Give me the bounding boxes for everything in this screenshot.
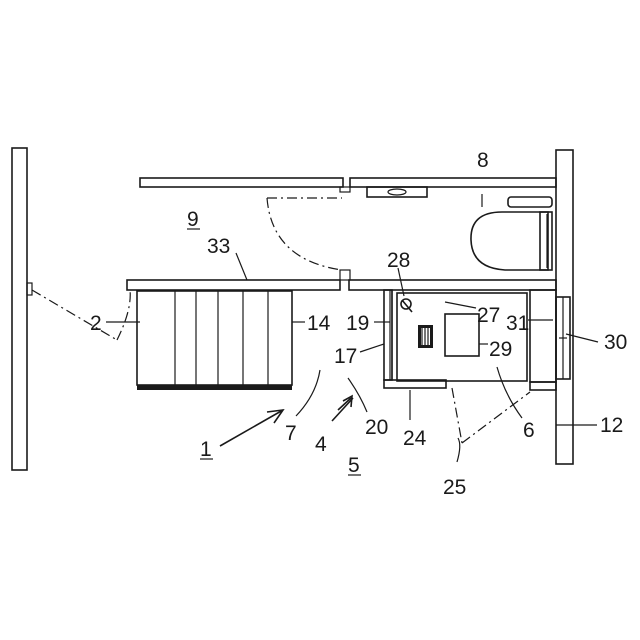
label-14: 14 — [307, 312, 331, 335]
washbasin — [397, 293, 527, 381]
label-5: 5 — [348, 454, 360, 477]
vanity-cabinet — [384, 290, 446, 388]
storage-shelving — [137, 291, 292, 390]
label-7: 7 — [285, 422, 297, 445]
label-8: 8 — [477, 149, 489, 172]
upper-partition-wall — [140, 178, 556, 197]
entrance-door-swing — [32, 290, 130, 340]
label-25: 25 — [443, 476, 466, 499]
label-4: 4 — [315, 433, 327, 456]
toilet — [471, 197, 552, 270]
label-12: 12 — [600, 414, 623, 437]
label-6: 6 — [523, 419, 535, 442]
lower-partition-wall — [127, 270, 556, 290]
reference-numerals: 8 9 33 28 2 14 19 27 31 30 29 17 7 20 4 … — [90, 149, 627, 499]
washroom-door-swing — [452, 388, 530, 443]
corridor-door-swing — [267, 198, 342, 270]
label-30: 30 — [604, 331, 627, 354]
label-28: 28 — [387, 249, 410, 272]
label-17: 17 — [334, 345, 357, 368]
label-31: 31 — [506, 312, 529, 335]
label-24: 24 — [403, 427, 427, 450]
label-1: 1 — [200, 438, 212, 461]
right-partition — [530, 290, 570, 390]
label-20: 20 — [365, 416, 388, 439]
label-19: 19 — [346, 312, 369, 335]
left-wall — [12, 148, 32, 470]
label-27: 27 — [477, 304, 500, 327]
label-33: 33 — [207, 235, 230, 258]
label-29: 29 — [489, 338, 512, 361]
label-2: 2 — [90, 312, 102, 335]
label-9: 9 — [187, 208, 199, 231]
